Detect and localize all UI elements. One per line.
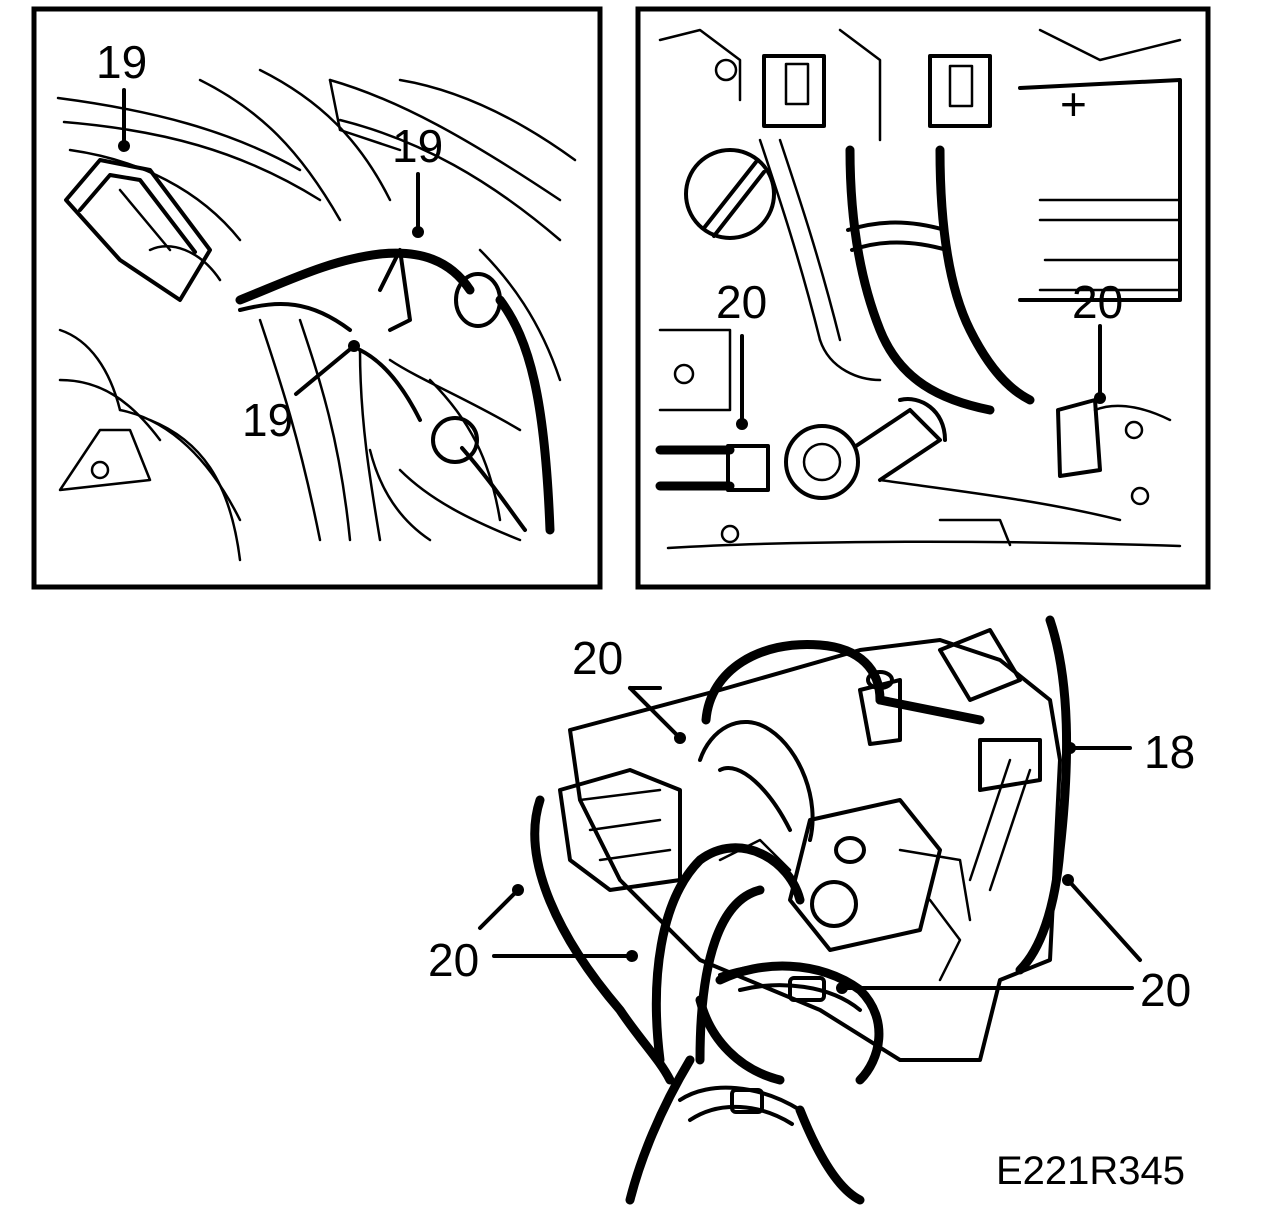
battery-plus-icon: +	[1060, 78, 1087, 130]
callout-19-b: 19	[392, 120, 443, 172]
panel-top-left	[31, 6, 603, 590]
callout-20-d: 20	[428, 934, 479, 986]
panel-top-left-frame	[31, 6, 603, 590]
panel-top-right-frame	[635, 6, 1211, 590]
callout-19-a: 19	[96, 36, 147, 88]
battery	[1018, 78, 1182, 302]
filler-cap	[684, 148, 776, 240]
grommet-lower	[431, 416, 479, 464]
callout-20-c: 20	[572, 632, 623, 684]
figure-code: E221R345	[996, 1149, 1185, 1193]
engine-detail	[478, 615, 1142, 1205]
grommet-upper	[454, 272, 502, 328]
sensor-right	[1056, 398, 1102, 478]
callout-18: 18	[1144, 726, 1195, 778]
panel-top-right	[635, 6, 1211, 590]
sensor-left	[784, 424, 860, 500]
callout-20-a: 20	[716, 276, 767, 328]
callout-19-c: 19	[242, 394, 293, 446]
callout-20-b: 20	[1072, 276, 1123, 328]
callout-20-e: 20	[1140, 964, 1191, 1016]
